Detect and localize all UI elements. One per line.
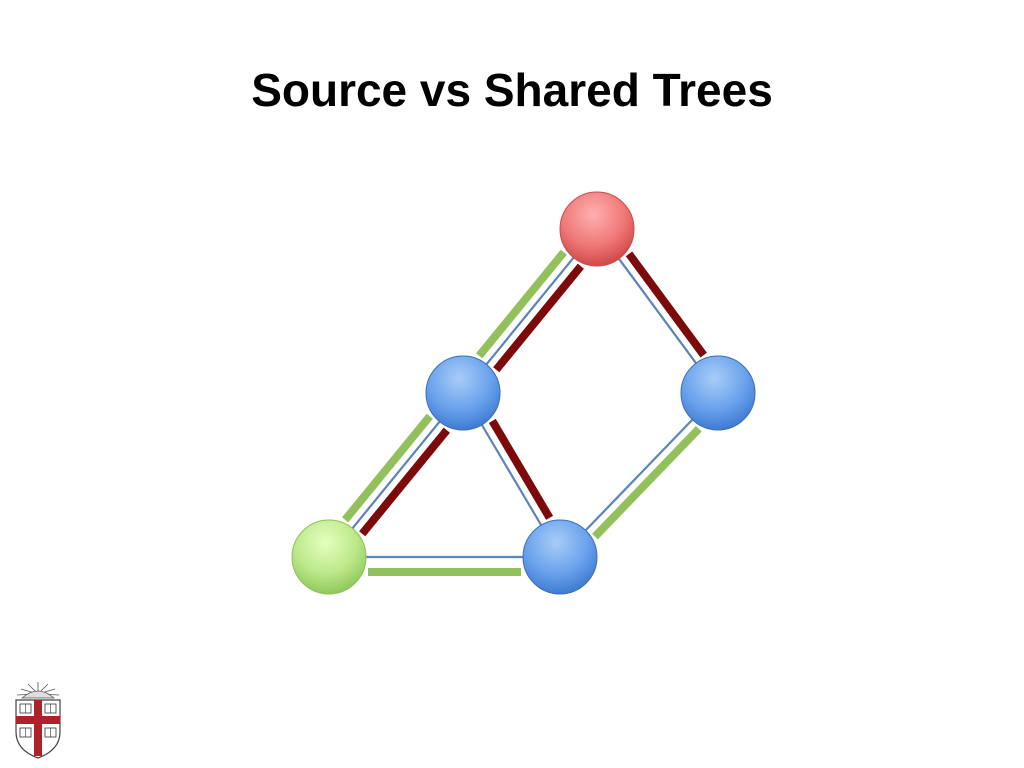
router-node-middle (425, 355, 501, 431)
slide-title: Source vs Shared Trees (251, 64, 773, 116)
receiver-node (291, 519, 367, 595)
source-node (559, 191, 635, 267)
source-tree-edge (493, 263, 584, 373)
router-node-bottom (522, 519, 598, 595)
shared-tree-edge (342, 413, 433, 523)
physical-links (350, 255, 699, 559)
source-tree-edge (359, 427, 450, 537)
shared-tree-edge (592, 425, 702, 540)
router-node-right (680, 355, 756, 431)
source-tree-edge (625, 251, 707, 358)
shared-tree-edges (342, 249, 702, 576)
physical-link (350, 419, 442, 531)
physical-link (479, 422, 544, 528)
physical-link (616, 256, 699, 366)
university-shield-icon (15, 682, 61, 759)
network-nodes (291, 191, 756, 595)
physical-link (484, 255, 576, 367)
source-tree-edge (488, 418, 554, 520)
shared-tree-edge (476, 249, 567, 359)
physical-link (583, 417, 695, 533)
source-tree-edges (359, 251, 707, 537)
